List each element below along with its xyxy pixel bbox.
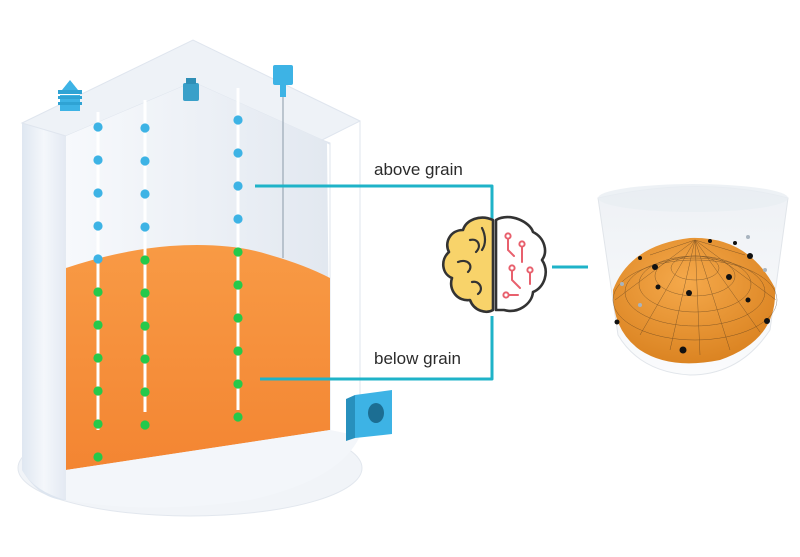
sensor-dot-below xyxy=(93,320,103,330)
sensor-dot-above xyxy=(93,155,103,165)
sensor-dot-below xyxy=(140,387,150,397)
sensor-dot-below xyxy=(233,313,243,323)
sensor-dot-above xyxy=(93,221,103,231)
sensor-dot-below xyxy=(93,452,103,462)
level-sensor-icon xyxy=(273,65,293,97)
model-sensor-points xyxy=(614,239,770,354)
roof-hatch-icon xyxy=(183,78,199,101)
sensor-dot-below xyxy=(233,379,243,389)
sensor-dot-above xyxy=(233,148,243,158)
brain-icon xyxy=(442,215,547,313)
aeration-port-icon xyxy=(346,390,392,441)
connector-lines xyxy=(255,184,588,381)
sensor-dot-below xyxy=(140,288,150,298)
silo-bottom-rim xyxy=(66,430,360,508)
model-mesh xyxy=(612,239,778,356)
grain-mass xyxy=(66,245,330,470)
brain-left-half xyxy=(442,216,495,313)
sensor-dot-above xyxy=(93,254,103,264)
sensor-dot-below xyxy=(140,321,150,331)
sensor-dot-below xyxy=(140,255,150,265)
silo xyxy=(17,39,363,517)
label-above-grain: above grain xyxy=(374,160,463,179)
sensor-cable-1 xyxy=(93,112,103,462)
sensor-dot-above xyxy=(233,115,243,125)
sensor-cable-2 xyxy=(140,100,150,430)
sensor-dot-below xyxy=(93,386,103,396)
label-below-grain: below grain xyxy=(374,349,461,368)
sensor-dot-above xyxy=(140,222,150,232)
sensor-dot-below xyxy=(140,354,150,364)
sensor-dot-below xyxy=(93,353,103,363)
silo-left-wall-face xyxy=(22,123,66,500)
sensor-dot-above xyxy=(140,156,150,166)
sensor-dot-below xyxy=(233,412,243,422)
sensor-dot-above xyxy=(233,214,243,224)
sensor-dot-below xyxy=(140,420,150,430)
sensor-dot-below xyxy=(233,247,243,257)
sensor-dot-below xyxy=(93,419,103,429)
grain-surface-model xyxy=(597,184,789,376)
sensor-dot-below xyxy=(233,280,243,290)
sensor-dot-above xyxy=(140,189,150,199)
sensor-cable-3 xyxy=(233,88,243,422)
sensor-dot-below xyxy=(233,346,243,356)
sensor-dot-above xyxy=(93,188,103,198)
connector-below xyxy=(260,316,494,381)
connector-above xyxy=(255,184,494,222)
sensor-dot-above xyxy=(93,122,103,132)
sensor-dot-above xyxy=(140,123,150,133)
roof-vent-icon xyxy=(58,80,82,111)
sensor-dot-above xyxy=(233,181,243,191)
sensor-dot-below xyxy=(93,287,103,297)
